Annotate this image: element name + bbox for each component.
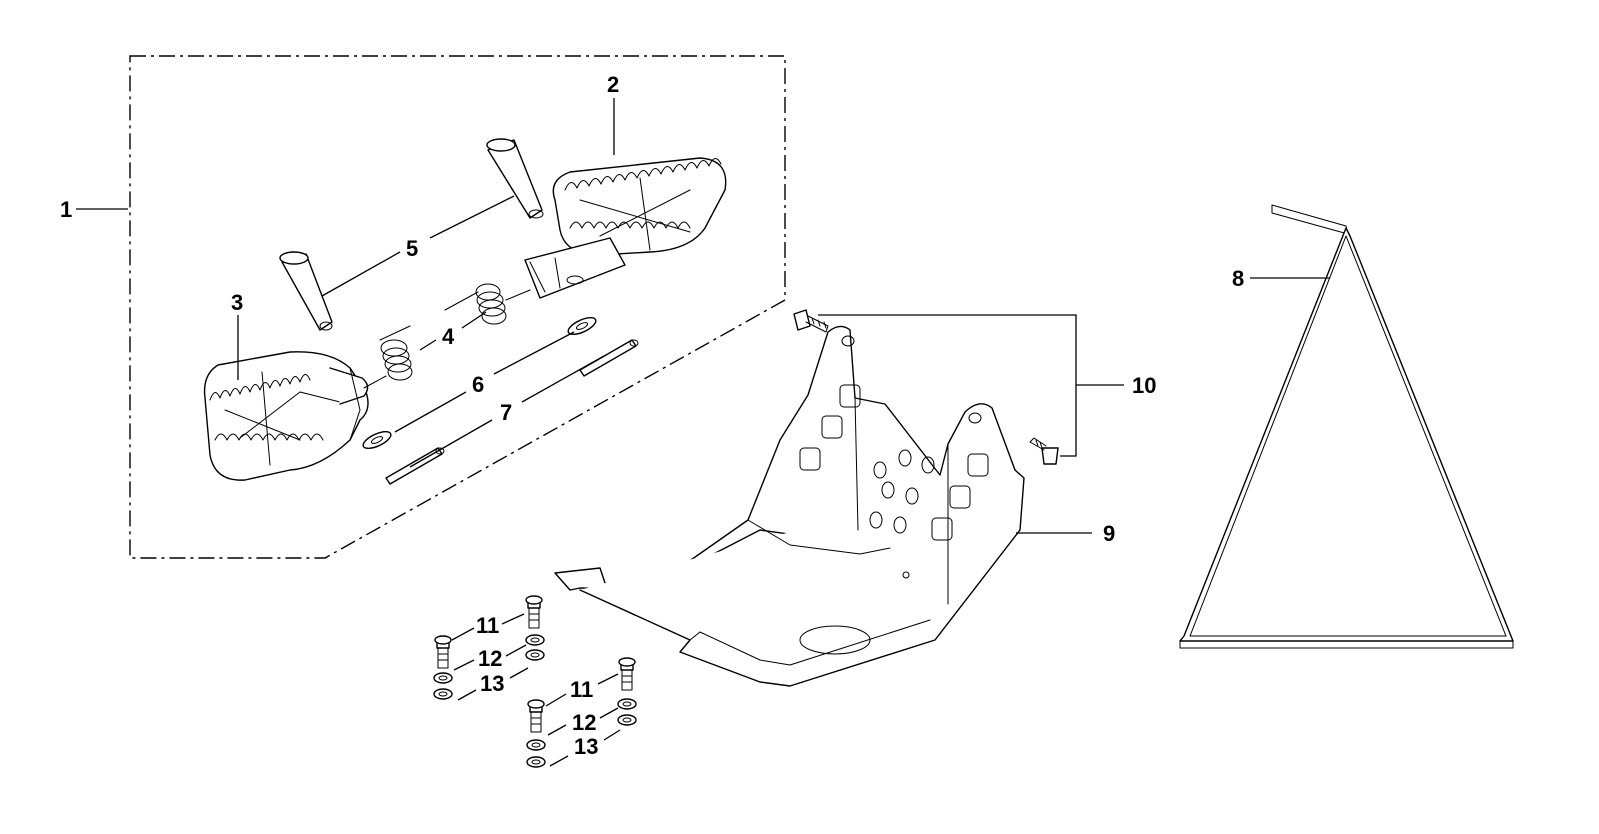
leader-7b <box>521 355 605 403</box>
callout-11b: 11 <box>570 677 593 702</box>
stand-drawing <box>1179 204 1514 649</box>
leader-11a <box>451 613 525 641</box>
spring-lower-drawing <box>363 325 413 389</box>
right-footpeg-drawing <box>524 157 727 299</box>
callout-5: 5 <box>406 236 418 261</box>
callout-6: 6 <box>472 372 484 397</box>
cotter-pin-lower-drawing <box>385 447 445 485</box>
leader-6 <box>394 391 467 433</box>
callout-10: 10 <box>1132 373 1156 398</box>
leader-4 <box>419 339 437 351</box>
callout-3: 3 <box>231 290 243 315</box>
pin-lower-drawing <box>279 251 333 331</box>
callout-13b: 13 <box>574 734 598 759</box>
leader-5b <box>429 195 515 239</box>
callout-11a: 11 <box>476 613 499 638</box>
callout-9: 9 <box>1103 521 1115 546</box>
skid-plate-drawing <box>554 325 1025 687</box>
callout-12a: 12 <box>478 646 502 671</box>
leader-11b <box>545 673 619 707</box>
washer-upper-drawing <box>567 316 597 336</box>
callout-8: 8 <box>1232 266 1244 291</box>
hardware-set-b-drawing <box>526 657 637 768</box>
bolt-lower-drawing <box>1029 437 1059 465</box>
leader-10 <box>818 314 1124 457</box>
callout-13a: 13 <box>480 671 504 696</box>
callout-12b: 12 <box>572 710 596 735</box>
leader-13b <box>549 729 621 767</box>
bolt-upper-drawing <box>793 309 829 333</box>
leader-13a <box>457 667 529 701</box>
leader-5 <box>321 251 401 297</box>
callout-7: 7 <box>500 400 512 425</box>
kit-boundary <box>129 55 786 559</box>
spring-upper-drawing <box>444 283 531 325</box>
callout-4: 4 <box>442 324 455 349</box>
leader-7 <box>409 419 493 468</box>
cotter-pin-upper-drawing <box>579 339 639 377</box>
leader-12a <box>453 644 527 671</box>
leader-6b <box>493 331 575 375</box>
leader-12b <box>547 707 619 736</box>
pin-upper-drawing <box>486 138 544 219</box>
washer-lower-drawing <box>362 430 392 450</box>
callout-2: 2 <box>607 72 619 97</box>
leader-4b <box>461 311 487 329</box>
callout-1: 1 <box>60 197 72 222</box>
leader-lines <box>76 98 1330 767</box>
hardware-set-a-drawing <box>433 595 545 700</box>
left-footpeg-drawing <box>203 351 369 481</box>
